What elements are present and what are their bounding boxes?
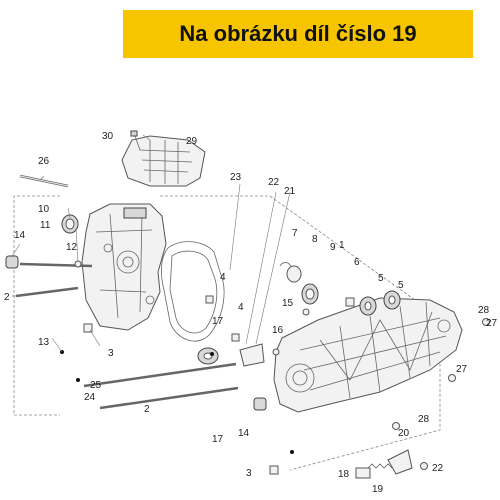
callout-29: 29 [186, 136, 198, 147]
callout-11: 11 [40, 220, 51, 231]
callout-1: 1 [339, 240, 345, 251]
bearing-part-5a [359, 296, 377, 316]
callout-20: 20 [398, 428, 410, 439]
callout-18: 18 [338, 469, 350, 480]
callout-17: 17 [212, 434, 224, 445]
callout-13: 13 [38, 337, 50, 348]
oil-seal-part-10 [61, 214, 79, 234]
callout-26: 26 [38, 156, 50, 167]
bracket-part-20 [387, 449, 413, 475]
callout-28: 28 [418, 414, 430, 425]
bearing-part-5b [383, 290, 401, 310]
callout-12: 12 [66, 242, 78, 253]
callout-10: 10 [38, 204, 50, 215]
callout-22: 22 [268, 177, 280, 188]
screw-part-27-upper [482, 318, 490, 326]
callout-25: 25 [90, 380, 102, 391]
dowel-part-4a [205, 295, 214, 304]
callout-6: 6 [354, 257, 360, 268]
banner-text: Na obrázku díl číslo 19 [179, 21, 417, 46]
callout-4: 4 [220, 272, 226, 283]
leader-lines [11, 134, 291, 353]
right-crankcase-half [273, 297, 463, 413]
dowel-part-3-lower [269, 465, 279, 475]
callout-30: 30 [102, 131, 114, 142]
left-crankcase-half [81, 203, 167, 331]
callout-22: 22 [432, 463, 444, 474]
plate-part-22 [239, 343, 265, 367]
callout-5: 5 [398, 280, 404, 291]
ref-dot-17 [210, 352, 214, 356]
callout-3: 3 [108, 348, 114, 359]
callout-5: 5 [378, 273, 384, 284]
part-number-banner: Na obrázku díl číslo 19 [123, 10, 473, 58]
callout-9: 9 [330, 242, 336, 253]
callout-14: 14 [238, 428, 250, 439]
callout-15: 15 [282, 298, 294, 309]
bush-part-14-left [5, 255, 19, 269]
bearing-part-8 [286, 265, 302, 283]
callout-labels: 1 2 2 3 3 4 4 5 5 6 7 8 9 10 11 12 13 14… [4, 131, 498, 495]
dowel-part-6 [345, 297, 355, 307]
screw-part-22-lower [420, 462, 428, 470]
screw-part-15 [302, 308, 310, 316]
long-stud-part [19, 174, 69, 188]
callout-14: 14 [14, 230, 26, 241]
plug-part-18 [355, 467, 371, 479]
callout-28: 28 [478, 305, 490, 316]
oil-pump-part-17 [197, 347, 219, 365]
bush-part-14-lower [253, 397, 267, 411]
callout-2: 2 [144, 404, 150, 415]
callout-23: 23 [230, 172, 242, 183]
dowel-part-3-left [83, 323, 93, 333]
stud-part-25 [83, 362, 237, 388]
ref-dot-25 [76, 378, 80, 382]
gasket-part [160, 241, 225, 342]
callout-3: 3 [246, 468, 252, 479]
callout-4: 4 [238, 302, 244, 313]
callout-19: 19 [372, 484, 384, 495]
stud-part-2-left [15, 286, 79, 298]
callout-27: 27 [456, 364, 468, 375]
callout-27: 27 [486, 318, 498, 329]
callout-7: 7 [292, 228, 298, 239]
callout-24: 24 [84, 392, 96, 403]
spring-part-19 [367, 463, 393, 469]
right-frame-outline [240, 195, 441, 471]
callout-8: 8 [312, 234, 318, 245]
dowel-part-4b [231, 333, 240, 342]
screw-part-27-lower [448, 374, 456, 382]
screw-part-28-lower [392, 422, 400, 430]
callout-16: 16 [272, 325, 284, 336]
screw-part-16 [272, 348, 280, 356]
stud-part-2-lower [99, 386, 239, 410]
callout-2: 2 [4, 292, 10, 303]
left-frame-outline [13, 195, 60, 416]
ref-dot-3-lower [290, 450, 294, 454]
callout-21: 21 [284, 186, 296, 197]
top-housing-part [121, 130, 206, 187]
callout-17: 17 [212, 316, 224, 327]
bearing-part-9 [301, 283, 319, 305]
